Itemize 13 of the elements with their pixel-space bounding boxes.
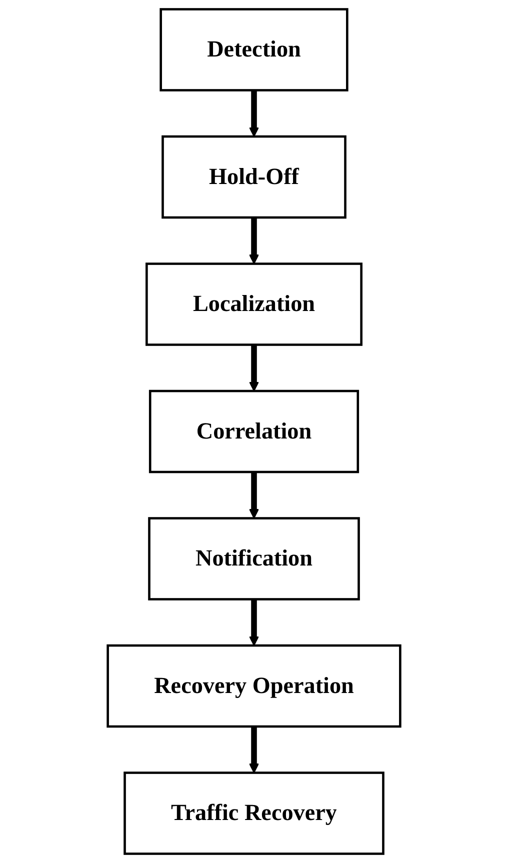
arrow	[248, 599, 260, 646]
node-box: Recovery Operation	[106, 644, 402, 728]
arrow	[248, 472, 260, 519]
arrow	[248, 344, 260, 392]
arrow	[248, 90, 260, 137]
node-box: Localization	[146, 262, 362, 346]
node-box: Traffic Recovery	[124, 772, 384, 855]
node-box: Detection	[160, 8, 348, 92]
node-box: Hold-Off	[162, 135, 346, 219]
arrow	[248, 726, 260, 774]
arrow	[248, 217, 260, 264]
node-box: Notification	[148, 517, 360, 600]
node-box: Correlation	[148, 390, 360, 474]
